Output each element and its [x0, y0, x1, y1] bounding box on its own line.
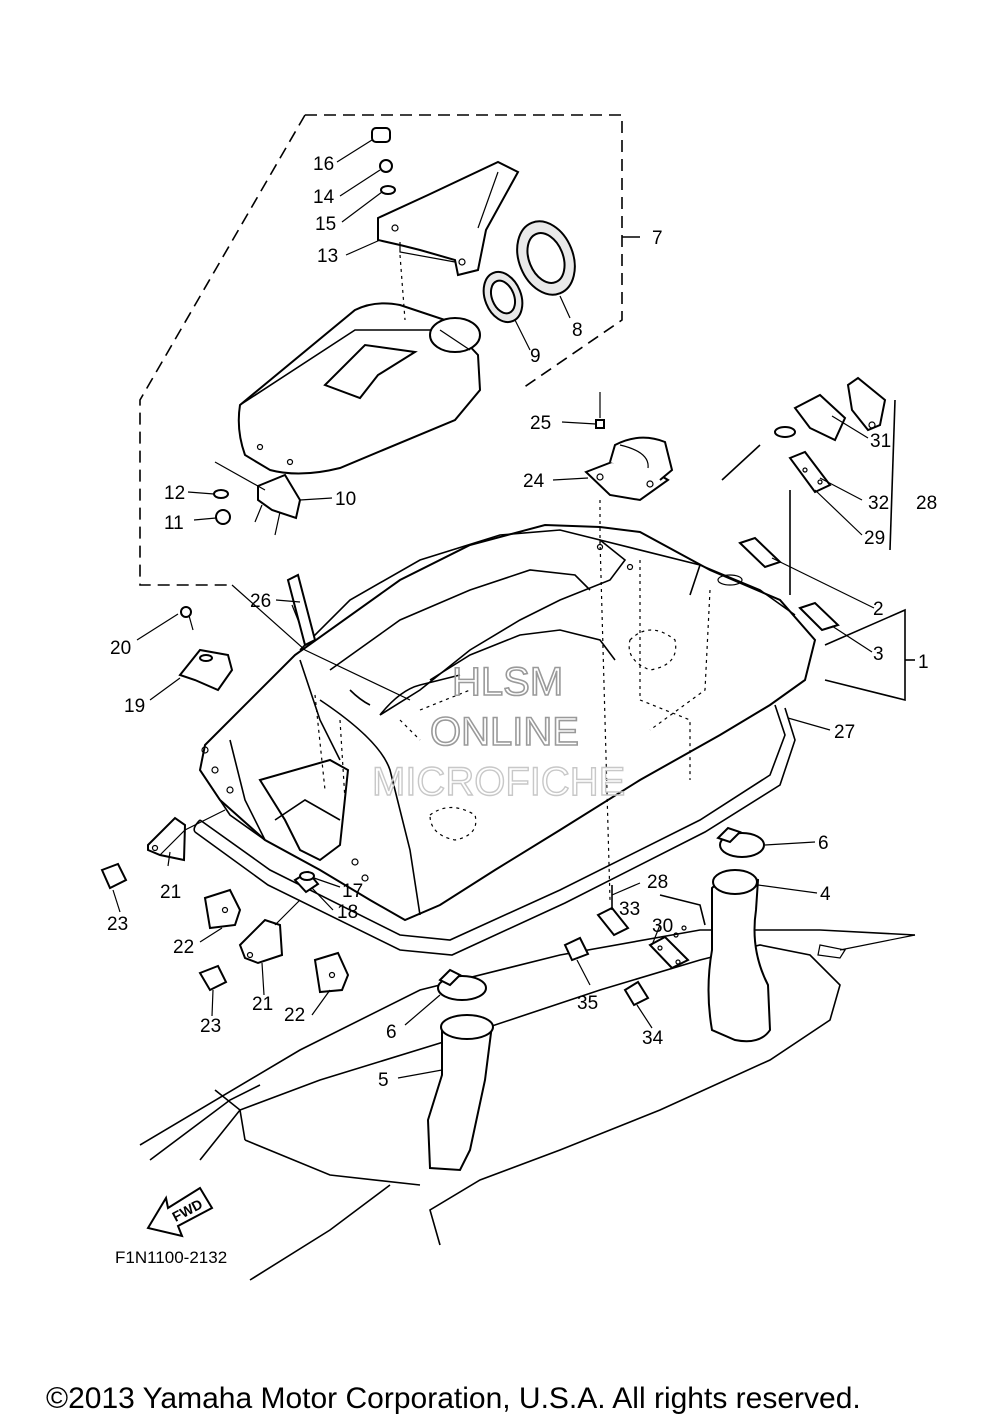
copyright-notice: ©2013 Yamaha Motor Corporation, U.S.A. A… [46, 1382, 861, 1415]
watermark-line-2: ONLINE [430, 710, 579, 754]
callout-6-right: 6 [818, 833, 829, 854]
callout-25: 25 [530, 413, 551, 434]
callout-4: 4 [820, 884, 831, 905]
callout-18: 18 [337, 902, 358, 923]
callout-13: 13 [317, 246, 338, 267]
callout-28-top: 28 [916, 493, 937, 514]
callout-16: 16 [313, 154, 334, 175]
gasket-27 [193, 704, 796, 956]
callout-7: 7 [652, 228, 663, 249]
callout-19: 19 [124, 696, 145, 717]
watermark-line-3: MICROFICHE [372, 760, 625, 804]
bracket-13 [377, 160, 520, 321]
callout-10: 10 [335, 489, 356, 510]
callout-24: 24 [523, 471, 545, 492]
cover-19 [178, 584, 411, 701]
hose-5 [426, 968, 494, 1172]
callout-21-right: 21 [252, 994, 273, 1015]
callout-26: 26 [250, 591, 271, 612]
callout-15: 15 [315, 214, 336, 235]
callout-23-left: 23 [107, 914, 128, 935]
main-deck [198, 523, 817, 922]
callout-14: 14 [313, 187, 335, 208]
callout-3: 3 [873, 644, 884, 665]
callout-5: 5 [378, 1070, 389, 1091]
callout-1: 1 [918, 652, 929, 673]
callout-32: 32 [868, 493, 889, 514]
callout-21-left: 21 [160, 882, 181, 903]
callout-20: 20 [110, 638, 131, 659]
callout-30: 30 [652, 916, 673, 937]
callout-labels: 16 14 15 13 7 8 9 12 11 10 25 24 26 20 1… [107, 154, 937, 1091]
callout-23-right: 23 [200, 1016, 221, 1037]
callout-35: 35 [577, 993, 598, 1014]
bracket-26 [286, 573, 317, 647]
lower-right-hardware [563, 885, 706, 1007]
brackets-right [721, 376, 896, 595]
watermark: HLSM ONLINE MICROFICHE [371, 659, 626, 805]
hardware-top [371, 127, 396, 195]
hull-outline [139, 929, 916, 1281]
leader-lines [112, 139, 875, 1079]
callout-31: 31 [870, 431, 891, 452]
watermark-line-1: HLSM [452, 660, 563, 704]
callout-8: 8 [572, 320, 583, 341]
left-hardware [100, 809, 350, 994]
callout-22-right: 22 [284, 1005, 305, 1026]
callout-17: 17 [342, 881, 363, 902]
callout-34: 34 [642, 1028, 664, 1049]
diagram-code: F1N1100-2132 [115, 1248, 227, 1267]
ring-9 [482, 270, 524, 324]
callout-28-bottom: 28 [647, 872, 668, 893]
upper-cover [237, 302, 482, 475]
callout-9: 9 [530, 346, 541, 367]
hose-4 [707, 826, 772, 1043]
callout-2: 2 [873, 599, 884, 620]
handle-24 [584, 392, 674, 545]
assembly-boundary [139, 114, 623, 586]
ring-8 [516, 220, 576, 296]
callout-12: 12 [164, 483, 185, 504]
callout-6-left: 6 [386, 1022, 397, 1043]
callout-22-left: 22 [173, 937, 194, 958]
callout-27: 27 [834, 722, 855, 743]
fwd-arrow-icon: FWD [146, 1186, 214, 1238]
bracket-10 [213, 473, 302, 536]
callout-11: 11 [164, 513, 184, 534]
pads [717, 536, 840, 632]
callout-33: 33 [619, 899, 640, 920]
callout-29: 29 [864, 528, 885, 549]
